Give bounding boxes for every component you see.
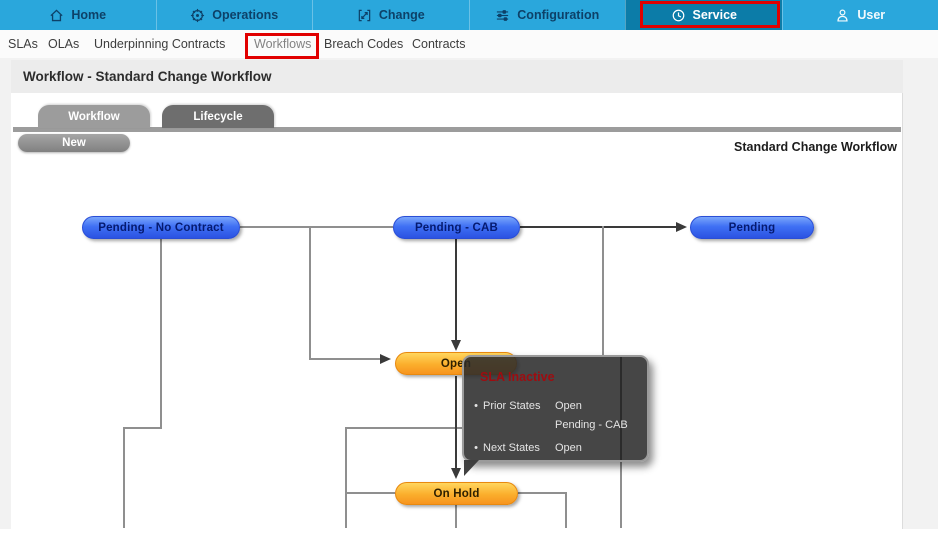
new-button[interactable]: New bbox=[18, 134, 130, 152]
connector-line bbox=[309, 358, 381, 360]
nav-item-label: Home bbox=[71, 8, 107, 22]
nav-item-change[interactable]: Change bbox=[312, 0, 469, 30]
nav-item-operations[interactable]: Operations bbox=[155, 0, 313, 30]
nav-item-label: User bbox=[857, 8, 886, 22]
connector-line bbox=[455, 238, 457, 340]
node-label: Pending bbox=[728, 221, 776, 234]
nav-item-label: Service bbox=[692, 8, 737, 22]
connector-line bbox=[345, 492, 395, 494]
page-title-band: Workflow - Standard Change Workflow bbox=[11, 60, 903, 93]
sub-navbar: SLAs OLAs Underpinning Contracts Workflo… bbox=[0, 30, 938, 58]
connector-line bbox=[455, 505, 457, 528]
workflow-name-label: Standard Change Workflow bbox=[734, 140, 897, 154]
node-pending-cab[interactable]: Pending - CAB bbox=[393, 216, 520, 239]
subnav-item-contracts[interactable]: Contracts bbox=[412, 37, 466, 51]
new-button-label: New bbox=[62, 137, 86, 149]
connector-line bbox=[565, 492, 567, 528]
nav-item-service[interactable]: Service bbox=[625, 0, 782, 30]
arrow-head-into-open-top bbox=[451, 340, 461, 351]
tooltip-row-label: Next States bbox=[483, 442, 540, 454]
node-pending[interactable]: Pending bbox=[690, 216, 814, 239]
change-icon bbox=[358, 9, 371, 21]
top-navbar: Home Operations Change Configuration Ser… bbox=[0, 0, 938, 30]
home-icon bbox=[50, 9, 63, 21]
subnav-item-slas[interactable]: SLAs bbox=[8, 37, 38, 51]
connector-line bbox=[240, 226, 393, 228]
configuration-icon bbox=[497, 9, 509, 21]
subnav-item-olas[interactable]: OLAs bbox=[48, 37, 80, 51]
connector-line bbox=[345, 427, 462, 429]
connector-line bbox=[123, 427, 162, 429]
tab-label: Workflow bbox=[68, 110, 120, 123]
nav-item-user[interactable]: User bbox=[781, 0, 938, 30]
connector-line bbox=[520, 226, 677, 228]
connector-line bbox=[160, 238, 162, 428]
connector-line bbox=[602, 226, 604, 356]
operations-icon bbox=[191, 8, 205, 22]
node-pending-no-contract[interactable]: Pending - No Contract bbox=[82, 216, 240, 239]
connector-line bbox=[123, 427, 125, 528]
nav-item-label: Configuration bbox=[517, 8, 600, 22]
page-title: Workflow - Standard Change Workflow bbox=[23, 69, 272, 84]
subnav-item-workflows[interactable]: Workflows bbox=[254, 37, 312, 51]
tab-label: Lifecycle bbox=[193, 110, 243, 123]
bullet-icon: • bbox=[474, 442, 478, 454]
arrow-head-into-open bbox=[380, 354, 391, 364]
tooltip-row-value: Open bbox=[555, 400, 582, 412]
connector-line bbox=[345, 427, 347, 528]
tab-lifecycle[interactable]: Lifecycle bbox=[162, 105, 274, 128]
node-label: On Hold bbox=[433, 487, 480, 500]
subnav-item-underpinning-contracts[interactable]: Underpinning Contracts bbox=[94, 37, 226, 51]
connector-line bbox=[309, 226, 311, 359]
connector-line bbox=[518, 492, 566, 494]
node-label: Pending - CAB bbox=[414, 221, 499, 234]
node-on-hold[interactable]: On Hold bbox=[395, 482, 518, 505]
subnav-item-breach-codes[interactable]: Breach Codes bbox=[324, 37, 404, 51]
tooltip-tail bbox=[464, 460, 479, 476]
connector-line bbox=[455, 376, 457, 468]
content-card bbox=[11, 60, 903, 529]
tooltip-title: SLA Inactive bbox=[480, 370, 555, 384]
nav-item-configuration[interactable]: Configuration bbox=[468, 0, 626, 30]
service-icon bbox=[672, 9, 684, 21]
nav-item-home[interactable]: Home bbox=[0, 0, 156, 30]
arrow-head-into-onhold bbox=[451, 468, 461, 479]
tab-underline-bar bbox=[13, 127, 901, 132]
tooltip-row-label: Prior States bbox=[483, 400, 541, 412]
bullet-icon: • bbox=[474, 400, 478, 412]
connector-line bbox=[620, 462, 622, 528]
nav-item-label: Operations bbox=[212, 8, 279, 22]
arrow-head-into-pending bbox=[676, 222, 687, 232]
user-icon bbox=[837, 9, 848, 22]
nav-item-label: Change bbox=[378, 8, 425, 22]
tab-workflow[interactable]: Workflow bbox=[38, 105, 150, 128]
tooltip-row-value: Pending - CAB bbox=[555, 419, 628, 431]
tooltip-row-value: Open bbox=[555, 442, 582, 454]
node-label: Pending - No Contract bbox=[98, 221, 224, 234]
sla-tooltip: SLA Inactive • Prior States Open Pending… bbox=[462, 355, 649, 462]
